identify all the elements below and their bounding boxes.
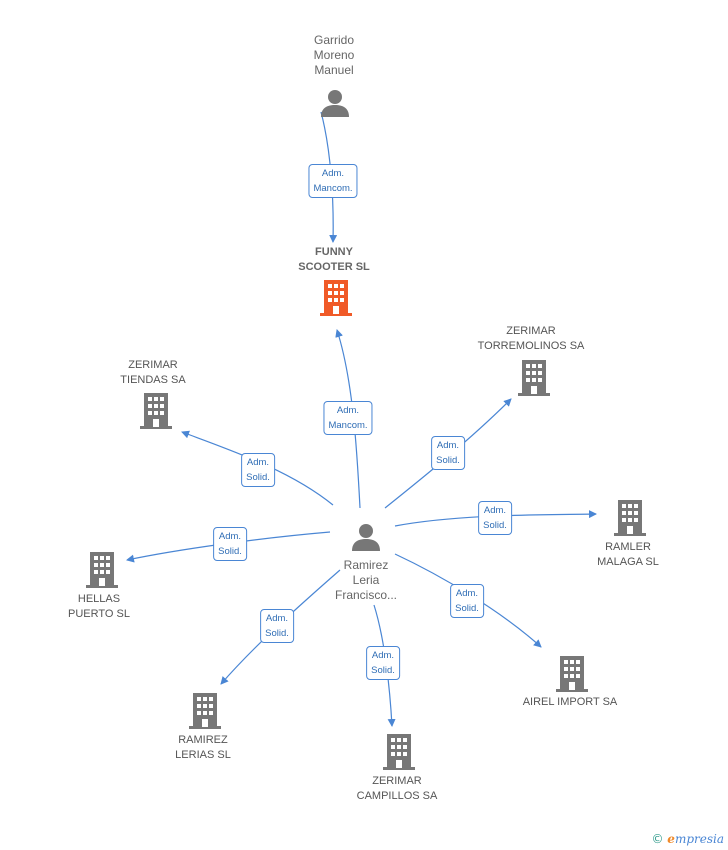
node-label-airel-import[interactable]: AIREL IMPORT SA <box>522 696 618 708</box>
node-label-garrido[interactable]: Garrido Moreno Manuel <box>313 33 355 77</box>
empresia-logo[interactable]: © empresia <box>651 832 724 846</box>
building-icon[interactable] <box>189 693 221 734</box>
edge-label-ramirez-lerias[interactable]: Adm. Solid. <box>260 609 294 643</box>
edge-label-ramirez-campillos[interactable]: Adm. Solid. <box>366 646 400 680</box>
building-icon[interactable] <box>556 656 588 697</box>
node-label-funny-scooter[interactable]: FUNNY SCOOTER SL <box>298 246 370 273</box>
node-label-zerimar-campillos[interactable]: ZERIMAR CAMPILLOS SA <box>356 775 438 802</box>
edge-label-ramirez-funny[interactable]: Adm. Mancom. <box>323 401 373 435</box>
edge-label-ramirez-hellas[interactable]: Adm. Solid. <box>213 527 247 561</box>
node-label-zerimar-torremolinos[interactable]: ZERIMAR TORREMOLINOS SA <box>477 325 585 352</box>
building-icon[interactable] <box>86 552 118 593</box>
copyright-icon: © <box>651 832 664 846</box>
node-label-hellas-puerto[interactable]: HELLAS PUERTO SL <box>68 593 130 620</box>
person-icon[interactable] <box>320 88 350 123</box>
building-icon-focus[interactable] <box>320 280 352 321</box>
building-icon[interactable] <box>614 500 646 541</box>
building-icon[interactable] <box>140 393 172 434</box>
building-icon[interactable] <box>518 360 550 401</box>
edge-label-ramirez-airel[interactable]: Adm. Solid. <box>450 584 484 618</box>
node-label-zerimar-tiendas[interactable]: ZERIMAR TIENDAS SA <box>120 359 186 386</box>
node-label-ramirez[interactable]: Ramirez Leria Francisco... <box>334 558 398 602</box>
person-icon[interactable] <box>351 522 381 557</box>
edge-label-ramirez-ramler[interactable]: Adm. Solid. <box>478 501 512 535</box>
node-label-ramirez-lerias[interactable]: RAMIREZ LERIAS SL <box>175 734 231 761</box>
building-icon[interactable] <box>383 734 415 775</box>
edge-label-ramirez-tiendas[interactable]: Adm. Solid. <box>241 453 275 487</box>
edge-label-ramirez-torremolinos[interactable]: Adm. Solid. <box>431 436 465 470</box>
edge-label-garrido-funny[interactable]: Adm. Mancom. <box>308 164 358 198</box>
node-label-ramler-malaga[interactable]: RAMLER MALAGA SL <box>597 541 659 568</box>
